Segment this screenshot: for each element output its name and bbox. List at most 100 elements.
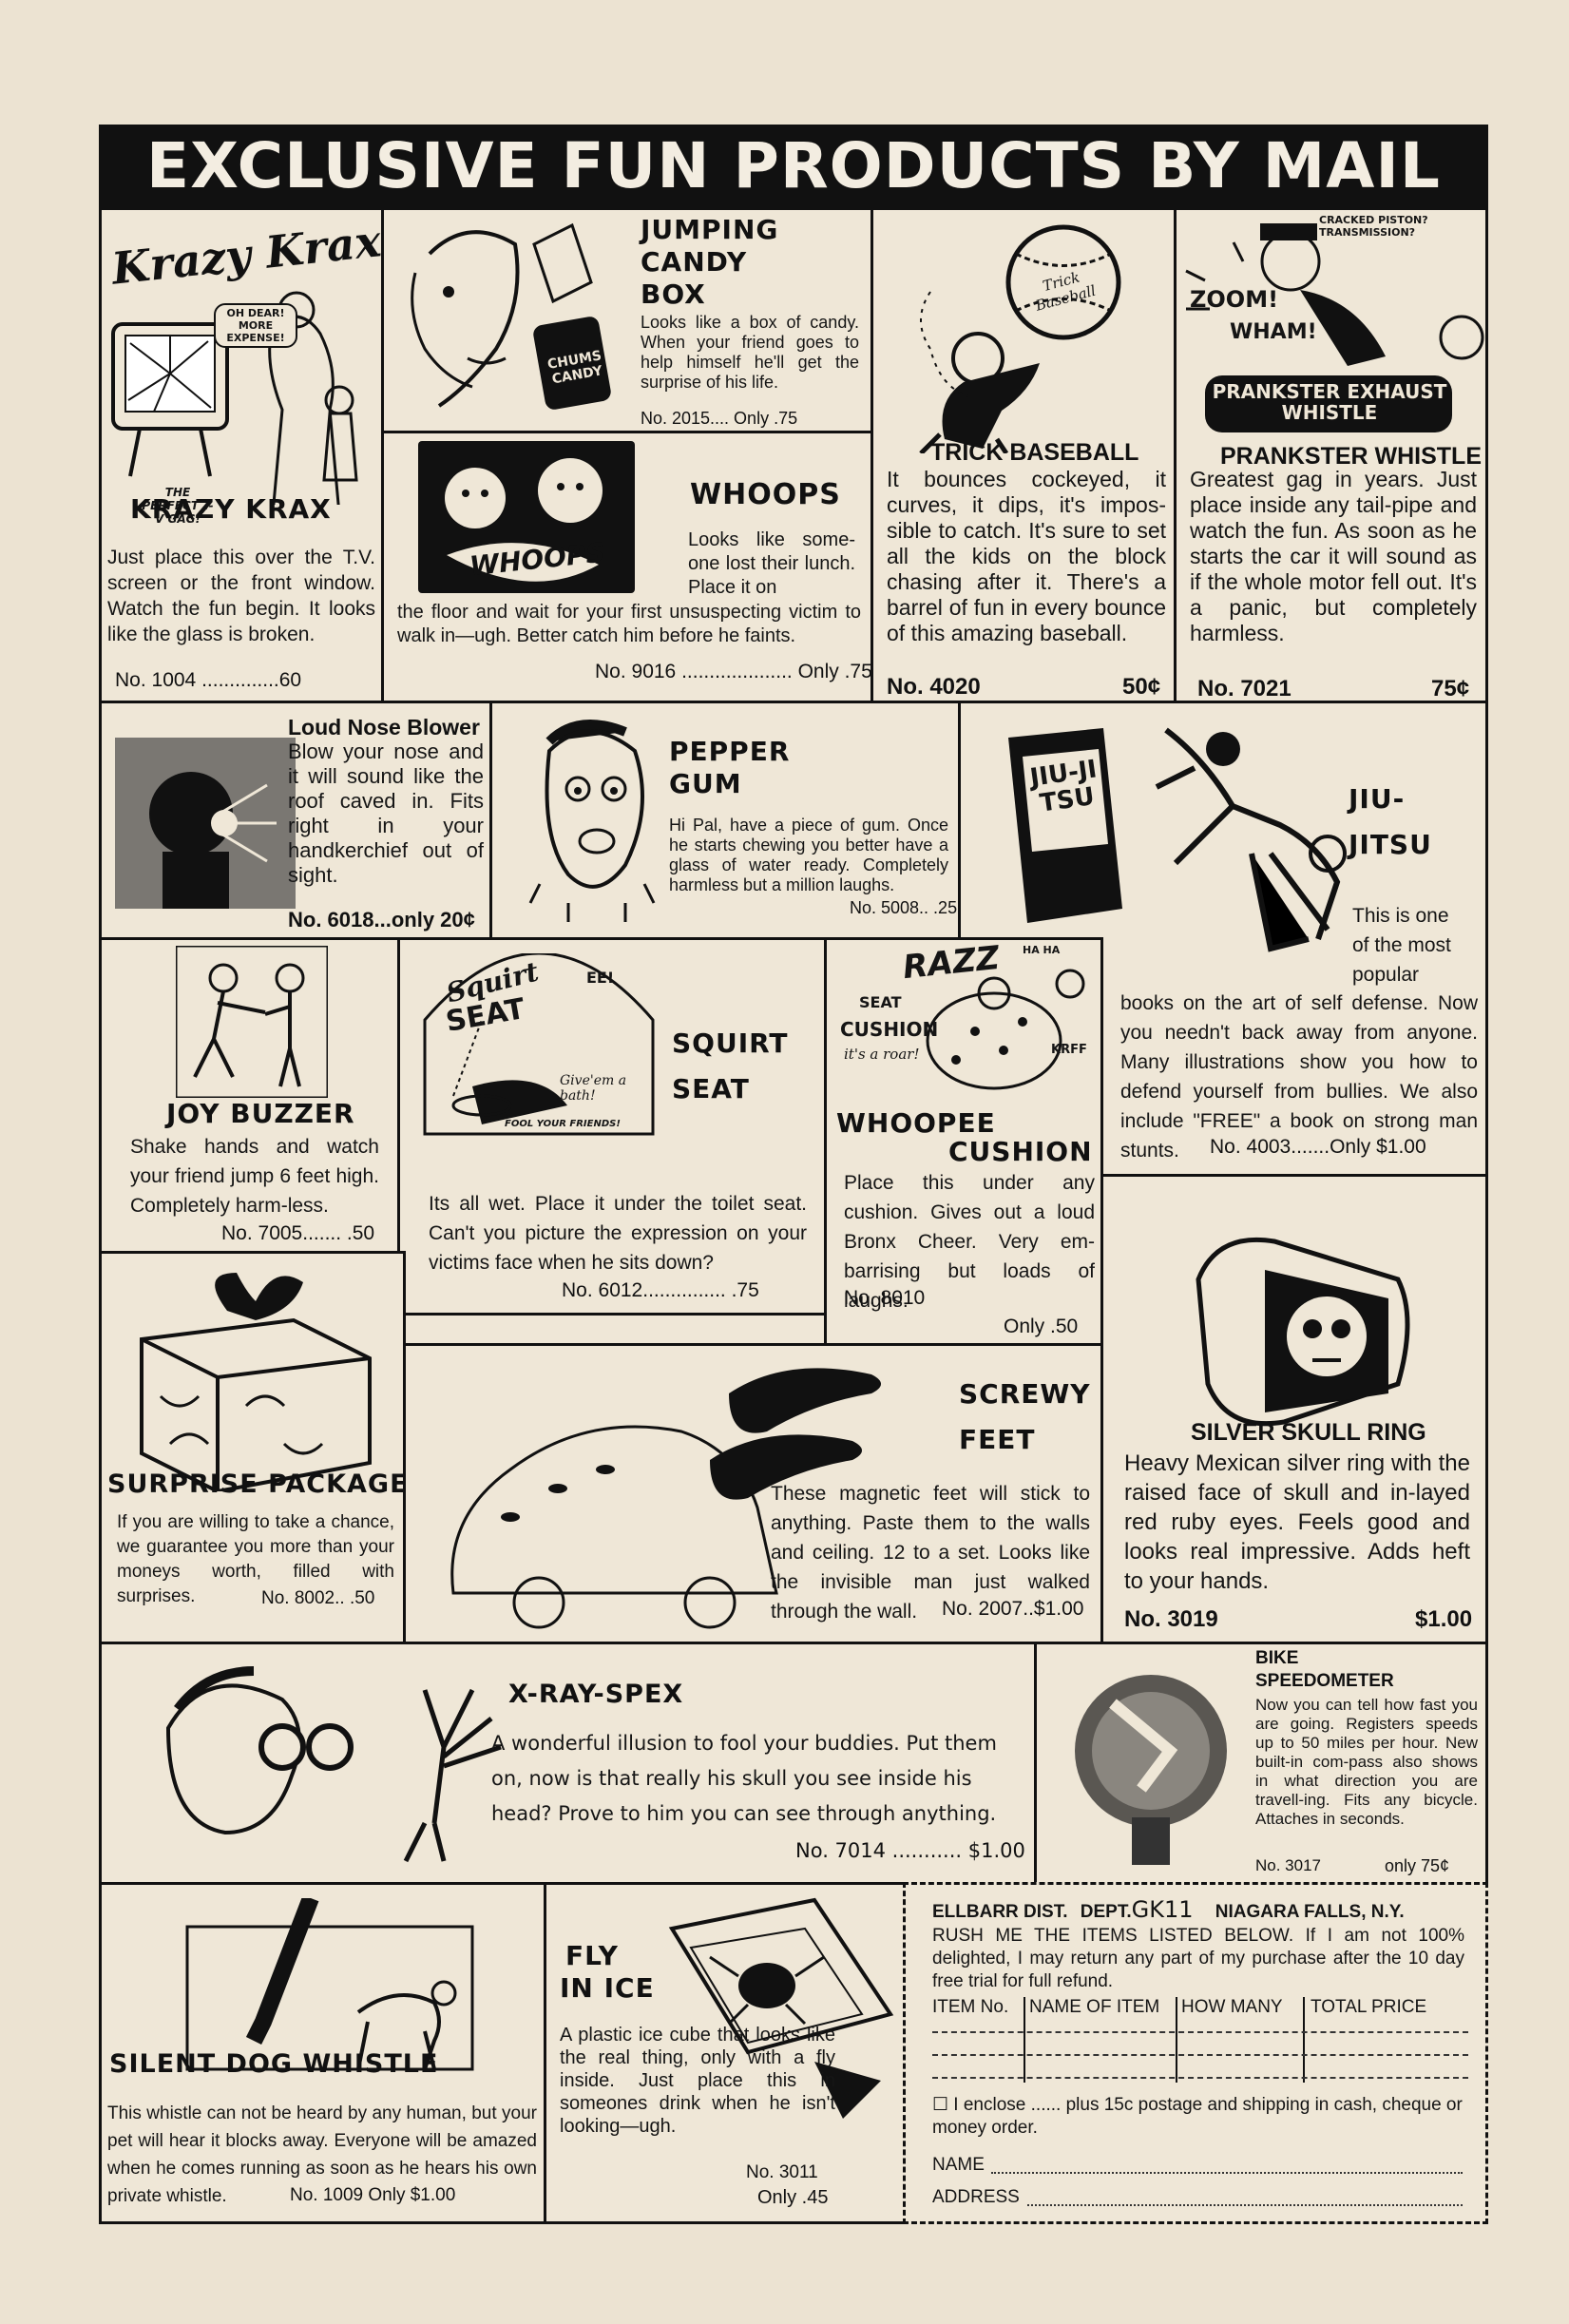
banner-title: EXCLUSIVE FUN PRODUCTS BY MAIL xyxy=(99,125,1488,207)
product-jumping-candy-box: CHUMS CANDY JUMPING CANDY BOX Looks like… xyxy=(381,207,873,433)
order-city: NIAGARA FALLS, N.Y. xyxy=(1215,1902,1405,1922)
order-name-field[interactable] xyxy=(991,2172,1463,2174)
whoopee-sfx-krff: KRFF xyxy=(1051,1043,1087,1057)
baseball-illustration xyxy=(919,224,1121,453)
krazy-krax-desc: Just place this over the T.V. screen or … xyxy=(107,547,375,645)
order-row-line-3 xyxy=(932,2077,1468,2079)
xray-desc: A wonderful illusion to fool your buddie… xyxy=(491,1732,997,1825)
product-screwy-feet: SCREWY FEET These magnetic feet will sti… xyxy=(403,1343,1103,1644)
xray-number: No. 7014 ........... $1.00 xyxy=(795,1839,1025,1862)
order-row-line-2 xyxy=(932,2054,1468,2056)
order-divider-3 xyxy=(1303,1997,1305,2083)
whoops-number: No. 9016 .................... Only .75 xyxy=(595,661,872,682)
whoopee-logo-seat: SEAT xyxy=(859,993,902,1011)
product-whoops: WHOOPS WHOOPS Looks like some-one lost t… xyxy=(381,431,873,703)
krazy-krax-title: KRAZY KRAX xyxy=(130,493,332,525)
speedometer-number: No. 3017 xyxy=(1255,1856,1321,1874)
fly-ice-price: Only .45 xyxy=(757,2187,829,2208)
speedometer-title-1: BIKE xyxy=(1255,1648,1299,1668)
product-x-ray-spex: X-RAY-SPEX A wonderful illusion to fool … xyxy=(99,1642,1037,1885)
jumping-candy-number: No. 2015.... Only .75 xyxy=(641,409,798,428)
whoopee-title-1: WHOOPEE xyxy=(836,1107,996,1139)
fly-ice-title-2: IN ICE xyxy=(560,1972,655,2004)
product-prankster-whistle: ZOOM! WHAM! CRACKED PISTON? TRANSMISSION… xyxy=(1174,207,1488,703)
prankster-illustration xyxy=(1185,223,1484,432)
product-surprise-package: SURPRISE PACKAGE If you are willing to t… xyxy=(99,1251,406,1644)
product-krazy-krax: Krazy Krax OH DEAR! MORE EXPENSE! THE PE… xyxy=(99,207,384,703)
product-joy-buzzer: JOY BUZZER Shake hands and watch your fr… xyxy=(99,937,400,1254)
squirt-seat-bubble-ee: EE! xyxy=(586,969,615,987)
product-bike-speedometer: BIKE SPEEDOMETER Now you can tell how fa… xyxy=(1034,1642,1488,1885)
order-dept-code: GK11 xyxy=(1131,1896,1194,1923)
candy-box-illustration xyxy=(411,222,611,410)
squirt-seat-illustration xyxy=(423,953,655,1136)
jiu-jitsu-book-title: JIU-JITSU xyxy=(1027,755,1100,818)
skull-ring-desc: Heavy Mexican silver ring with the raise… xyxy=(1124,1450,1470,1594)
jumping-candy-title-1: JUMPING xyxy=(641,214,779,245)
trick-baseball-price: 50¢ xyxy=(1122,674,1161,700)
whoops-desc-top: Looks like some-one lost their lunch. Pl… xyxy=(688,529,855,598)
squirt-seat-bubble-bath: Give'em a bath! xyxy=(560,1073,627,1104)
trick-baseball-number: No. 4020 xyxy=(887,674,981,700)
order-address-field[interactable] xyxy=(1027,2204,1463,2206)
joy-buzzer-desc: Shake hands and watch your friend jump 6… xyxy=(130,1136,379,1217)
skull-ring-illustration xyxy=(1196,1237,1410,1427)
jumping-candy-desc: Looks like a box of candy. When your fri… xyxy=(641,313,859,392)
order-header: ELLBARR DIST. DEPT.GK11 NIAGARA FALLS, N… xyxy=(932,1896,1405,1923)
speedometer-price: only 75¢ xyxy=(1385,1856,1450,1875)
screwy-feet-title-1: SCREWY xyxy=(959,1378,1091,1410)
trick-baseball-desc: It bounces cockeyed, it curves, it dips,… xyxy=(887,467,1166,645)
fly-ice-number: No. 3011 xyxy=(746,2162,818,2182)
product-trick-baseball: Trick Baseball TRICK BASEBALL It bounces… xyxy=(871,207,1177,703)
order-col-name: NAME OF ITEM xyxy=(1029,1997,1160,2017)
prankster-desc: Greatest gag in years. Just place inside… xyxy=(1190,467,1477,645)
nose-blower-illustration xyxy=(115,738,296,909)
jiu-jitsu-title-1: JIU- xyxy=(1349,783,1406,815)
dog-whistle-number: No. 1009 Only $1.00 xyxy=(290,2185,456,2205)
surprise-number: No. 8002.. .50 xyxy=(261,1588,375,1608)
whoops-illustration: WHOOPS xyxy=(418,441,635,593)
order-name-label: NAME xyxy=(932,2155,985,2175)
order-table: ITEM No. NAME OF ITEM HOW MANY TOTAL PRI… xyxy=(932,1997,1468,2083)
joy-buzzer-title: JOY BUZZER xyxy=(166,1098,355,1129)
krazy-krax-number: No. 1004 ..............60 xyxy=(115,669,302,691)
dog-whistle-illustration xyxy=(185,1898,474,2071)
whoopee-title-2: CUSHION xyxy=(948,1136,1093,1167)
prankster-device-label: PRANKSTER EXHAUST WHISTLE xyxy=(1212,380,1447,424)
prankster-number: No. 7021 xyxy=(1197,676,1292,701)
squirt-seat-desc: Its all wet. Place it under the toilet s… xyxy=(429,1193,807,1274)
order-enclose[interactable]: ☐ I enclose ...... plus 15c postage and … xyxy=(932,2095,1463,2138)
whoopee-price: Only .50 xyxy=(1004,1316,1079,1337)
dog-whistle-title: SILENT DOG WHISTLE xyxy=(109,2049,439,2079)
squirt-seat-ribbon: FOOL YOUR FRIENDS! xyxy=(505,1119,621,1129)
loud-nose-desc: Blow your nose and it will sound like th… xyxy=(288,739,484,887)
product-jiu-jitsu: JIU-JITSU JIU- JITSU This is one of the … xyxy=(958,701,1488,1177)
product-silver-skull-ring: SILVER SKULL RING Heavy Mexican silver r… xyxy=(1100,1174,1488,1644)
whoopee-logo-cushion: CUSHION xyxy=(840,1018,939,1041)
xray-illustration xyxy=(165,1666,502,1863)
whoopee-desc: Place this under any cushion. Gives out … xyxy=(844,1172,1095,1312)
product-pepper-gum: PEPPER GUM Hi Pal, have a piece of gum. … xyxy=(489,701,961,940)
order-form: ELLBARR DIST. DEPT.GK11 NIAGARA FALLS, N… xyxy=(903,1882,1488,2224)
screwy-feet-number: No. 2007..$1.00 xyxy=(942,1598,1084,1620)
prankster-sfx-cracked: CRACKED PISTON? TRANSMISSION? xyxy=(1319,214,1428,239)
whoopee-number: No. 8010 xyxy=(844,1287,926,1309)
whoops-title: WHOOPS xyxy=(690,478,841,511)
whoops-faces xyxy=(445,458,603,582)
order-address-row: ADDRESS xyxy=(932,2187,1464,2208)
whoopee-sfx-haha: HA HA xyxy=(1023,944,1061,956)
order-divider-2 xyxy=(1176,1997,1177,2083)
speedometer-desc: Now you can tell how fast you are going.… xyxy=(1255,1696,1478,1828)
whoopee-logo-roar: it's a roar! xyxy=(844,1046,920,1063)
order-col-many: HOW MANY xyxy=(1181,1997,1283,2017)
speedometer-illustration xyxy=(1075,1675,1227,1865)
product-whoopee-cushion: RAZZ HA HA KRFF SEAT CUSHION it's a roar… xyxy=(824,937,1103,1346)
whoopee-illustration xyxy=(926,969,1085,1090)
xray-title: X-RAY-SPEX xyxy=(508,1680,684,1709)
skull-ring-number: No. 3019 xyxy=(1124,1606,1218,1632)
pepper-gum-number: No. 5008.. .25 xyxy=(850,898,958,917)
screwy-feet-desc: These magnetic feet will stick to anythi… xyxy=(771,1483,1090,1623)
dog-whistle-desc: This whistle can not be heard by any hum… xyxy=(107,2103,537,2206)
jiu-jitsu-desc-top: This is one of the most popular xyxy=(1352,905,1451,986)
fly-ice-desc: A plastic ice cube that looks like the r… xyxy=(560,2025,835,2137)
